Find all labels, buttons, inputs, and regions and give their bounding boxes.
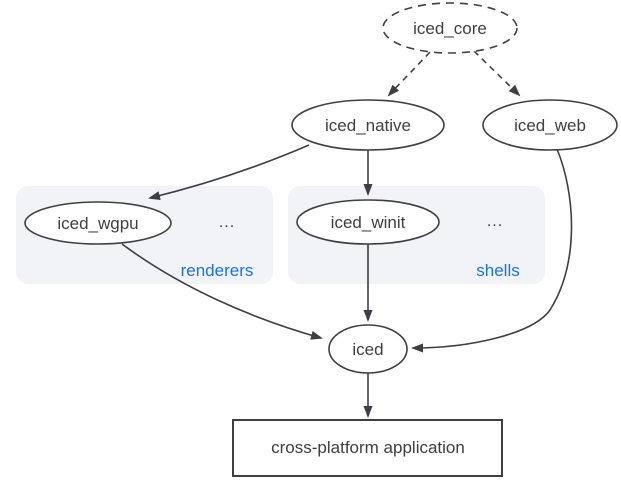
node-application-label: cross-platform application	[271, 438, 465, 457]
shells-group-label: shells	[476, 261, 519, 280]
edge-iced-wgpu-to-iced	[121, 243, 323, 340]
node-iced-native-label: iced_native	[325, 116, 411, 135]
node-iced-winit: iced_winit	[296, 199, 440, 245]
node-iced-wgpu-label: iced_wgpu	[57, 214, 138, 233]
node-iced-winit-label: iced_winit	[331, 213, 406, 232]
node-iced-core-label: iced_core	[413, 19, 487, 38]
node-application-shape	[232, 419, 503, 477]
edge-iced-core-to-iced-native	[387, 51, 431, 97]
node-iced-web: iced_web	[482, 99, 618, 151]
node-iced-winit-shape	[296, 199, 440, 245]
node-iced-native-shape	[291, 99, 445, 151]
node-iced-wgpu: iced_wgpu	[24, 201, 172, 245]
node-iced-web-label: iced_web	[514, 116, 586, 135]
node-iced-core-shape	[382, 2, 518, 54]
edge-iced-web-to-iced	[411, 148, 573, 353]
renderers-ellipsis: ...	[219, 214, 235, 231]
node-iced-core: iced_core	[382, 2, 518, 54]
shells-ellipsis: ...	[487, 213, 503, 230]
edge-iced-core-to-iced-web	[473, 50, 521, 97]
node-iced-shape	[328, 324, 408, 374]
node-iced-wgpu-shape	[24, 201, 172, 245]
node-iced-web-shape	[482, 99, 618, 151]
node-iced-native: iced_native	[291, 99, 445, 151]
node-application: cross-platform application	[232, 419, 503, 477]
node-iced-label: iced	[352, 340, 383, 359]
node-iced: iced	[328, 324, 408, 374]
edge-iced-native-to-iced-wgpu	[148, 144, 310, 200]
renderers-group-label: renderers	[181, 261, 254, 280]
